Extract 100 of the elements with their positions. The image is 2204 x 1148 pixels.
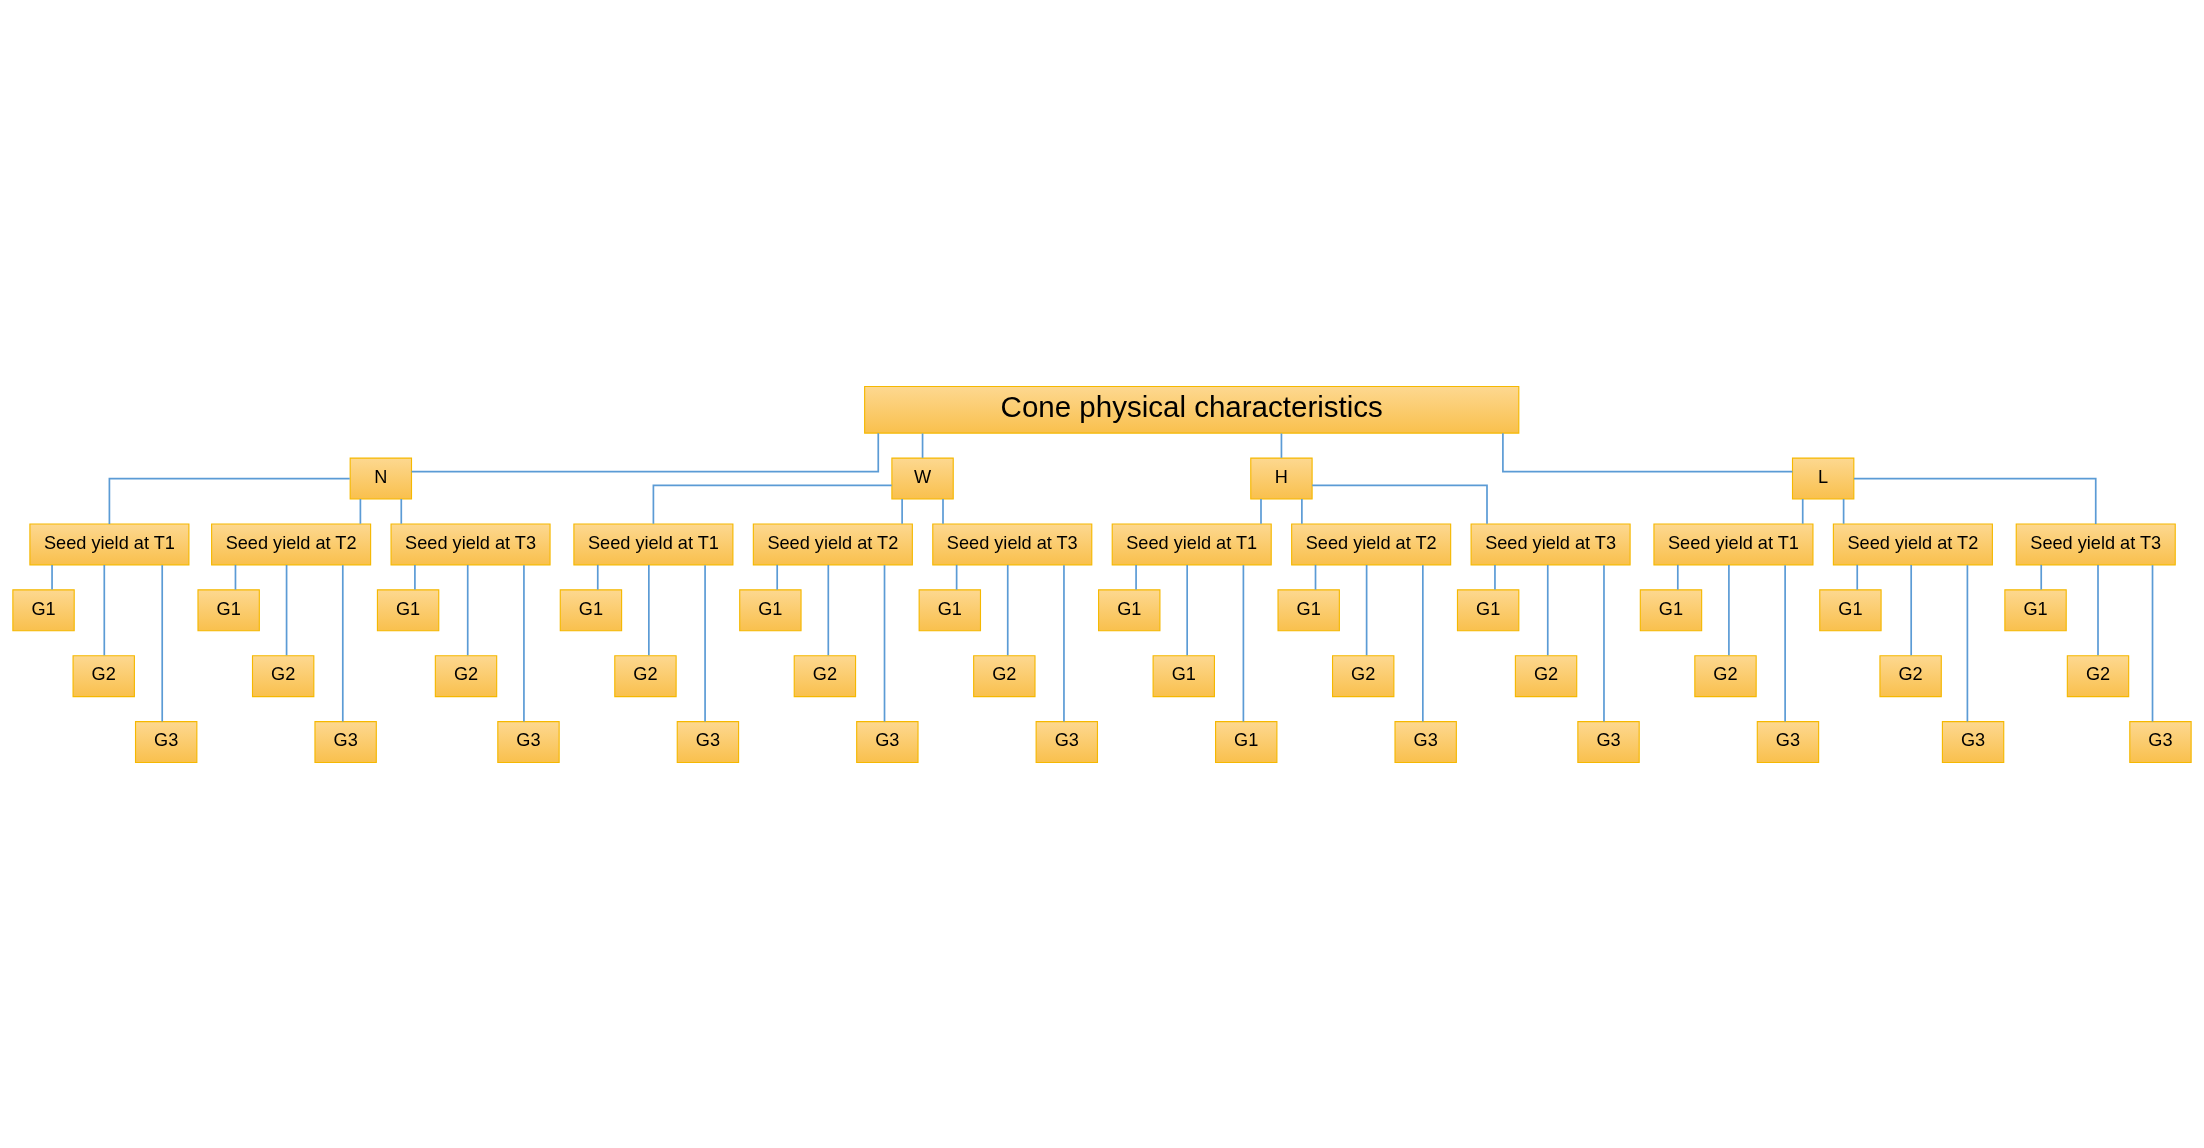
node-box: Seed yield at T1 — [1653, 522, 1814, 565]
connector — [414, 563, 416, 590]
connector — [341, 563, 344, 722]
node-box: G1 — [918, 588, 982, 631]
connector — [1135, 563, 1137, 590]
connector — [776, 563, 779, 590]
connector — [921, 432, 924, 459]
connector — [1728, 563, 1730, 656]
node-box: G1 — [12, 588, 75, 631]
node-box: G3 — [676, 720, 740, 763]
connector — [2097, 563, 2099, 656]
connector — [1311, 484, 1488, 525]
connector — [51, 563, 53, 590]
connector — [1966, 563, 1969, 722]
connector — [942, 497, 944, 525]
connector — [883, 563, 886, 722]
connector — [2151, 563, 2154, 722]
node-box: G3 — [1035, 720, 1099, 763]
node-box: Cone physical characteristics — [864, 385, 1520, 434]
connector — [596, 563, 599, 590]
node-box: G3 — [1756, 720, 1820, 763]
connector — [1063, 563, 1065, 722]
connector — [103, 563, 106, 656]
connector — [108, 477, 351, 525]
connector — [1801, 497, 1804, 525]
node-box: W — [891, 457, 954, 500]
connector — [523, 563, 525, 722]
connector — [359, 497, 362, 525]
connector — [1676, 563, 1679, 590]
node-box: G1 — [1456, 588, 1520, 631]
node-box: Seed yield at T3 — [390, 522, 551, 565]
connector — [1603, 563, 1605, 722]
node-box: G2 — [1514, 654, 1578, 697]
node-box: Seed yield at T1 — [29, 522, 190, 565]
connector — [410, 431, 880, 473]
node-box: Seed yield at T1 — [573, 522, 734, 565]
node-box: G1 — [1215, 720, 1278, 763]
node-box: Seed yield at T2 — [752, 522, 913, 565]
node-box: G1 — [1277, 588, 1340, 631]
node-box: G3 — [314, 720, 377, 763]
connector — [1853, 477, 2097, 525]
node-box: Seed yield at T3 — [1470, 522, 1631, 565]
connector — [1910, 563, 1913, 656]
node-box: G3 — [497, 720, 560, 763]
connector — [1314, 563, 1317, 590]
connector — [1784, 563, 1786, 722]
connector — [1301, 497, 1303, 525]
node-box: G1 — [1639, 588, 1703, 631]
node-box: G1 — [1819, 588, 1882, 631]
connector — [1365, 563, 1368, 656]
node-box: G2 — [72, 654, 135, 697]
connector — [234, 563, 237, 590]
node-box: Seed yield at T2 — [211, 522, 372, 565]
node-box: G3 — [2129, 720, 2192, 763]
connector — [2040, 563, 2043, 590]
connector — [161, 563, 164, 722]
node-box: G3 — [1577, 720, 1640, 763]
node-box: G3 — [134, 720, 198, 763]
connector — [1856, 563, 1859, 590]
node-box: G3 — [856, 720, 919, 763]
node-box: G1 — [1098, 588, 1161, 631]
node-box: G1 — [559, 588, 623, 631]
connector — [285, 563, 288, 656]
node-box: G3 — [1394, 720, 1457, 763]
node-box: L — [1791, 457, 1855, 500]
node-box: G2 — [1694, 654, 1757, 697]
node-box: G2 — [251, 654, 315, 697]
node-box: G2 — [2066, 654, 2130, 697]
node-box: Seed yield at T3 — [932, 522, 1093, 565]
connector — [1502, 431, 1794, 473]
connector — [1422, 563, 1424, 722]
node-box: G1 — [739, 588, 802, 631]
node-box: G2 — [973, 654, 1036, 697]
node-box: N — [349, 457, 413, 500]
connector — [955, 563, 958, 590]
node-box: G1 — [1152, 654, 1215, 697]
node-box: Seed yield at T3 — [2015, 522, 2176, 565]
node-box: G2 — [434, 654, 498, 697]
connector — [827, 563, 830, 656]
node-box: Seed yield at T2 — [1832, 522, 1993, 565]
node-box: G1 — [2004, 588, 2067, 631]
connector — [1006, 563, 1009, 656]
connector — [1280, 432, 1283, 459]
connector — [1242, 563, 1245, 722]
connector — [648, 563, 650, 656]
node-box: G2 — [1332, 654, 1395, 697]
node-box: G2 — [1879, 654, 1942, 697]
node-box: H — [1250, 457, 1313, 500]
node-box: G2 — [793, 654, 857, 697]
connector — [1842, 497, 1845, 525]
connector — [1260, 497, 1262, 525]
node-box: G1 — [197, 588, 260, 631]
connector — [901, 497, 903, 525]
node-box: Seed yield at T2 — [1291, 522, 1452, 565]
node-box: Seed yield at T1 — [1111, 522, 1272, 565]
connector — [652, 484, 893, 525]
connector — [400, 497, 403, 525]
node-box: G3 — [1941, 720, 2005, 763]
connector — [1546, 563, 1549, 656]
connector — [1186, 563, 1189, 656]
